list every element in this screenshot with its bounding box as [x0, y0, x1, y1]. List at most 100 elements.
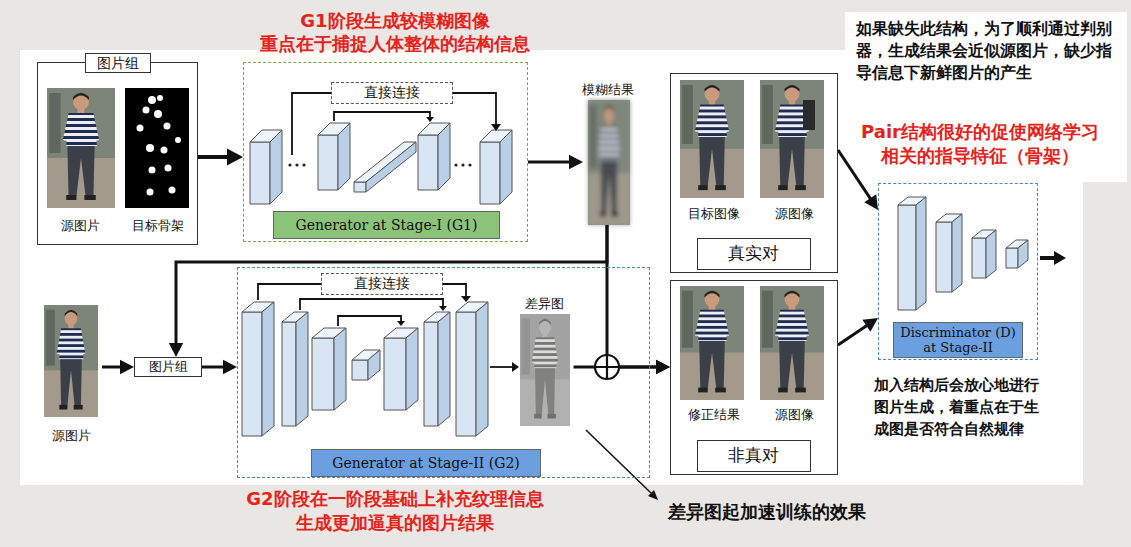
shape-circle: [175, 137, 181, 143]
connector-line: [838, 150, 873, 202]
shape-use: [760, 286, 824, 400]
shape-polygon: [354, 182, 366, 192]
flow-arrow: [574, 360, 671, 374]
connector-line: [607, 225, 660, 367]
node-text: 直接连接: [332, 83, 452, 103]
arrow-head: [862, 318, 878, 332]
shape-polygon: [296, 312, 308, 426]
node-text: 图片组: [135, 358, 201, 376]
shape-use: [680, 80, 744, 198]
shape-polygon: [491, 124, 501, 131]
shape-polygon: [426, 117, 434, 122]
shape-g: [137, 95, 182, 196]
annotation-text: Pair结构很好的促使网络学习相关的指导特征（骨架）: [855, 120, 1105, 168]
node-text: 修正结果: [675, 407, 753, 423]
annotation-text: 加入结构后会放心地进行图片生成，着重点在于生成图是否符合自然规律: [874, 374, 1046, 440]
node-text: 模糊结果: [571, 82, 645, 98]
shape-circle: [147, 189, 154, 196]
shape-polygon: [282, 322, 296, 426]
node-text: 源图片: [40, 428, 102, 444]
shape-polygon: [424, 322, 438, 426]
arrow-head: [223, 360, 237, 374]
shape-polygon: [270, 130, 282, 204]
shape-circle: [146, 144, 154, 152]
shape-polygon: [512, 362, 519, 372]
shape-path: [334, 112, 430, 121]
node-text: 源图像: [755, 206, 833, 222]
annotation-text: 差异图起加速训练的效果: [668, 500, 938, 524]
generator-region: Generator at Stage-I (G1) 直接连接: [243, 62, 528, 242]
shape-polygon: [312, 338, 334, 410]
shape-polygon: [397, 321, 405, 326]
shape-circle: [157, 95, 163, 101]
shape-polygon: [972, 238, 986, 278]
shape-polygon: [406, 328, 418, 410]
shape-polygon: [456, 312, 476, 436]
flow-arrow: [198, 148, 243, 165]
shape-polygon: [352, 360, 368, 380]
shape-circle: [295, 163, 298, 166]
node-text: 源图像: [755, 407, 833, 423]
pair-label-box: 非真对: [697, 440, 811, 472]
shape-polygon: [480, 142, 500, 204]
annotation-text: G2阶段在一阶段基础上补充纹理信息: [210, 487, 580, 511]
annotation-text: G1阶段生成较模糊图像: [245, 9, 545, 33]
shape-polygon: [334, 328, 346, 410]
shape-polygon: [384, 338, 406, 410]
shape-path: [300, 299, 443, 310]
shape-g: [250, 123, 512, 204]
shape-polygon: [461, 296, 471, 302]
flow-arrow: [838, 318, 878, 345]
node-text: 差异图: [516, 296, 574, 312]
shape-polygon: [242, 312, 262, 436]
arrow-head: [864, 194, 878, 210]
input-group-box: 图片组: [134, 357, 202, 377]
connector-line: [838, 323, 870, 345]
shape-use: [760, 80, 824, 198]
shape-circle: [154, 110, 162, 118]
shape-path: [338, 316, 401, 326]
shape-circle: [302, 163, 305, 166]
shape-path: [595, 355, 619, 379]
connector-line: [198, 155, 232, 159]
shape-g: [397, 296, 519, 372]
shape-g: [426, 117, 501, 131]
shape-circle: [169, 187, 176, 194]
node-text: 直接连接: [322, 274, 442, 294]
generator-region: Generator at Stage-II (G2)直接连接差异图: [237, 267, 650, 478]
shape-polygon: [318, 135, 338, 190]
shape-g: [258, 284, 512, 367]
shape-polygon: [262, 302, 274, 436]
connector-line: [528, 161, 573, 164]
connector-line: [176, 225, 607, 347]
shape-polygon: [418, 135, 438, 190]
shape-circle: [164, 123, 171, 130]
node-text: 真实对: [698, 239, 810, 269]
pair-box: 修正结果源图像非真对: [670, 280, 838, 475]
shape-circle: [149, 167, 156, 174]
flow-arrow: [528, 155, 583, 169]
shape-polygon: [648, 490, 658, 500]
node-text: Generator at Stage-I (G1): [273, 211, 500, 239]
shape-polygon: [1006, 248, 1018, 268]
shape-use: [520, 314, 570, 426]
shape-rect: [125, 88, 189, 208]
shape-g: [288, 163, 471, 166]
shape-g: [898, 197, 1028, 310]
shape-g: [242, 302, 488, 436]
annotation-text: 生成更加逼真的图片结果: [240, 511, 550, 535]
shape-circle: [161, 147, 168, 154]
node-text: 目标骨架: [120, 218, 196, 234]
shape-polygon: [338, 123, 350, 190]
shape-polygon: [250, 142, 270, 204]
shape-circle: [461, 163, 464, 166]
shape-path: [490, 366, 512, 368]
shape-path: [586, 430, 652, 494]
shape-circle: [137, 125, 144, 132]
arrow-head: [656, 360, 670, 374]
shape-use: [47, 88, 115, 208]
image-node: 源图片: [40, 303, 102, 450]
shape-use: [680, 286, 744, 400]
